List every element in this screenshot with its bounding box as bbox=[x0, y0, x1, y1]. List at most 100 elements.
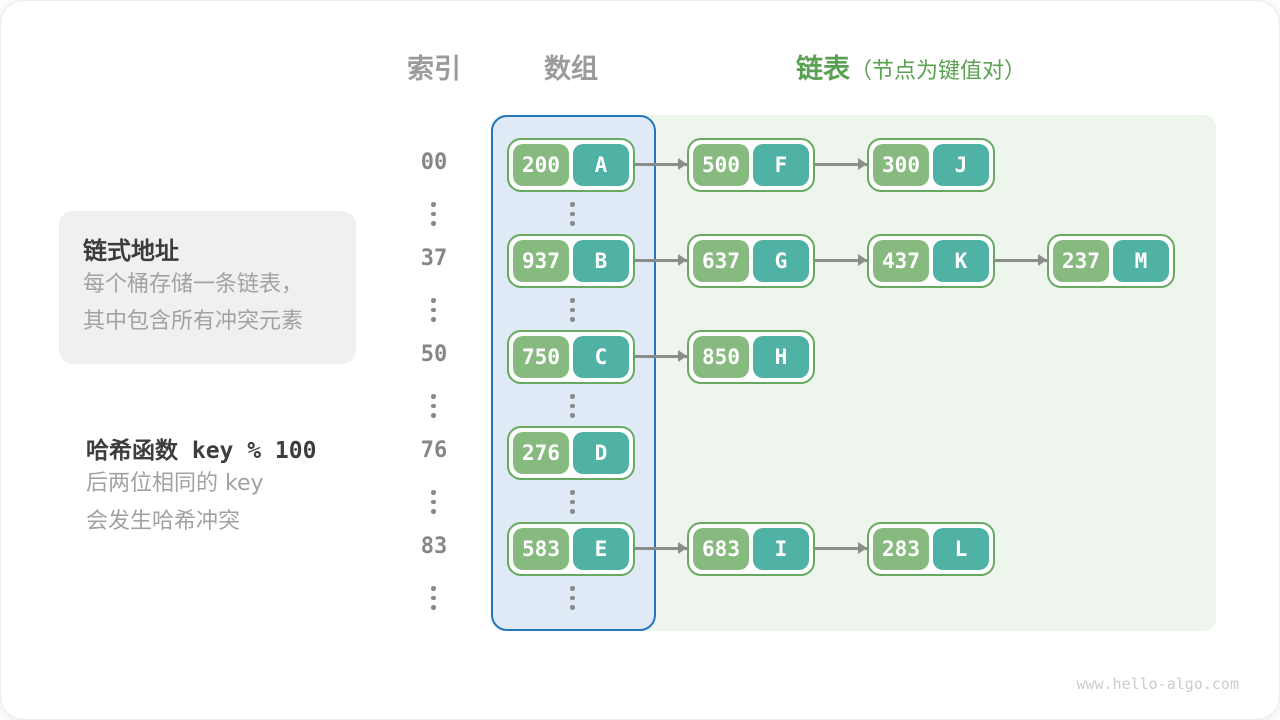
dot bbox=[570, 202, 575, 207]
arrow-connector bbox=[635, 158, 687, 170]
hash-function-title: 哈希函数 key % 100 bbox=[86, 438, 317, 464]
arrow-connector bbox=[635, 542, 687, 554]
dot bbox=[570, 221, 575, 226]
node-key: 276 bbox=[513, 432, 569, 474]
node-key: 637 bbox=[693, 240, 749, 282]
node-value: J bbox=[933, 144, 989, 186]
ellipsis-dots bbox=[570, 298, 575, 322]
dot bbox=[431, 605, 436, 610]
dot bbox=[570, 317, 575, 322]
dot bbox=[431, 221, 436, 226]
node-key: 500 bbox=[693, 144, 749, 186]
node-key: 300 bbox=[873, 144, 929, 186]
dot bbox=[431, 394, 436, 399]
dot bbox=[431, 413, 436, 418]
ellipsis-dots bbox=[431, 490, 436, 514]
dot bbox=[570, 490, 575, 495]
list-header: 链表 （节点为键值对） bbox=[796, 53, 1026, 89]
node-value: K bbox=[933, 240, 989, 282]
arrow-connector bbox=[635, 350, 687, 362]
ellipsis-dots bbox=[431, 586, 436, 610]
arrow-connector bbox=[635, 254, 687, 266]
hash-function-line: 后两位相同的 key bbox=[86, 471, 264, 496]
ellipsis-dots bbox=[570, 586, 575, 610]
node-key: 583 bbox=[513, 528, 569, 570]
dot bbox=[570, 413, 575, 418]
dot bbox=[570, 211, 575, 216]
chaining-note-line: 其中包含所有冲突元素 bbox=[83, 309, 304, 334]
list-header-note: （节点为键值对） bbox=[850, 59, 1027, 84]
node-value: H bbox=[753, 336, 809, 378]
node-value: G bbox=[753, 240, 809, 282]
bucket-index-label: 00 bbox=[420, 150, 448, 175]
dot bbox=[431, 403, 436, 408]
dot bbox=[570, 586, 575, 591]
hash-function-line: 会发生哈希冲突 bbox=[86, 509, 241, 534]
node-value: B bbox=[573, 240, 629, 282]
dot bbox=[570, 298, 575, 303]
dot bbox=[570, 394, 575, 399]
node-value: L bbox=[933, 528, 989, 570]
dot bbox=[431, 211, 436, 216]
hash-function-block: 哈希函数 key % 100 后两位相同的 key 会发生哈希冲突 bbox=[86, 431, 316, 541]
node-key: 850 bbox=[693, 336, 749, 378]
dot bbox=[431, 509, 436, 514]
dot bbox=[431, 202, 436, 207]
index-header-label: 索引 bbox=[407, 54, 461, 85]
arrow-connector bbox=[995, 254, 1047, 266]
dot bbox=[570, 509, 575, 514]
ellipsis-dots bbox=[570, 490, 575, 514]
node-key: 683 bbox=[693, 528, 749, 570]
node-value: E bbox=[573, 528, 629, 570]
node-value: D bbox=[573, 432, 629, 474]
ellipsis-dots bbox=[431, 298, 436, 322]
dot bbox=[570, 595, 575, 600]
list-header-label: 链表 bbox=[796, 54, 850, 85]
dot bbox=[570, 403, 575, 408]
ellipsis-dots bbox=[431, 202, 436, 226]
dot bbox=[431, 307, 436, 312]
node-value: I bbox=[753, 528, 809, 570]
arrow-connector bbox=[815, 254, 867, 266]
bucket-index-label: 37 bbox=[420, 246, 448, 271]
chaining-note-title: 链式地址 bbox=[83, 237, 179, 265]
chaining-note-box: 链式地址 每个桶存储一条链表， 其中包含所有冲突元素 bbox=[59, 211, 356, 364]
bucket-index-label: 83 bbox=[420, 534, 448, 559]
dot bbox=[570, 605, 575, 610]
dot bbox=[431, 317, 436, 322]
arrow-connector bbox=[815, 158, 867, 170]
dot bbox=[431, 586, 436, 591]
node-key: 937 bbox=[513, 240, 569, 282]
node-key: 200 bbox=[513, 144, 569, 186]
ellipsis-dots bbox=[431, 394, 436, 418]
node-key: 437 bbox=[873, 240, 929, 282]
node-key: 237 bbox=[1053, 240, 1109, 282]
watermark: www.hello-algo.com bbox=[1076, 675, 1239, 693]
dot bbox=[431, 499, 436, 504]
node-value: A bbox=[573, 144, 629, 186]
bucket-index-label: 76 bbox=[420, 438, 448, 463]
arrow-connector bbox=[815, 542, 867, 554]
node-key: 750 bbox=[513, 336, 569, 378]
node-key: 283 bbox=[873, 528, 929, 570]
node-value: F bbox=[753, 144, 809, 186]
ellipsis-dots bbox=[570, 394, 575, 418]
chaining-note-line: 每个桶存储一条链表， bbox=[83, 272, 304, 297]
ellipsis-dots bbox=[570, 202, 575, 226]
node-value: C bbox=[573, 336, 629, 378]
dot bbox=[570, 307, 575, 312]
bucket-index-label: 50 bbox=[420, 342, 448, 367]
